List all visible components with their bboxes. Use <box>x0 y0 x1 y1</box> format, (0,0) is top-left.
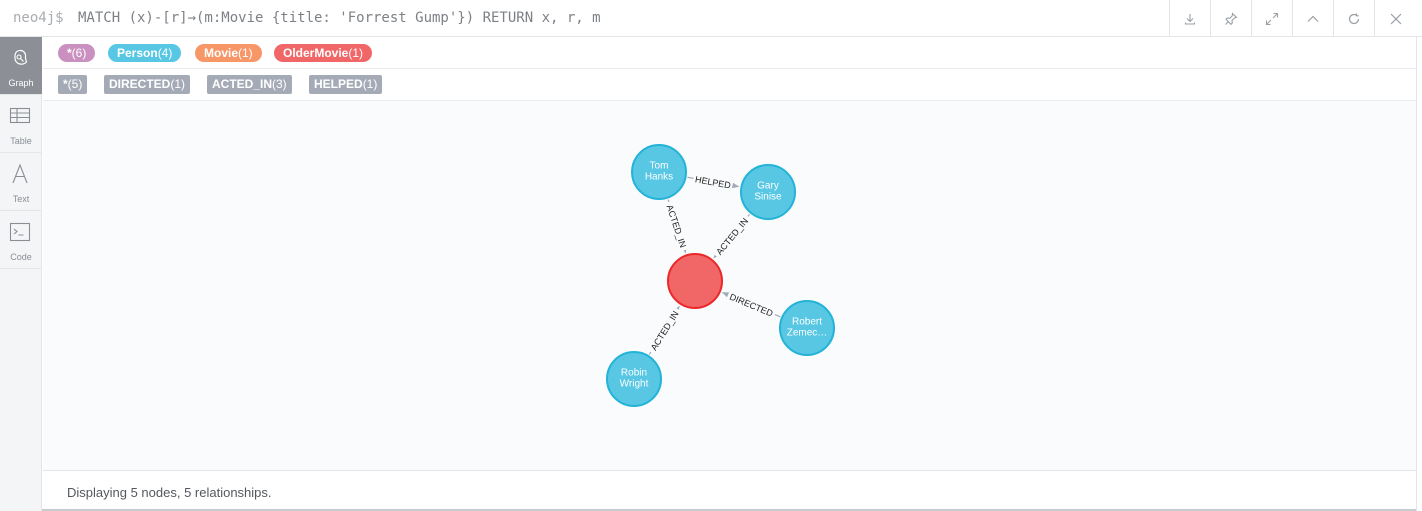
code-view-label: Code <box>10 252 32 262</box>
frame-edge <box>1416 37 1422 511</box>
rel-type-name: HELPED <box>314 77 363 91</box>
graph-view-tab[interactable]: Graph <box>0 37 42 95</box>
rel-type-helped[interactable]: HELPED(1) <box>309 75 383 94</box>
relationship-directed[interactable]: DIRECTED <box>721 289 781 321</box>
collapse-button[interactable] <box>1292 0 1333 37</box>
relationship-types-row: *(5) DIRECTED(1) ACTED_IN(3) HELPED(1) <box>43 69 1416 101</box>
rel-type-count: (5) <box>67 77 83 91</box>
download-button[interactable] <box>1169 0 1210 37</box>
node-robert[interactable]: RobertZemec… <box>779 300 835 356</box>
close-icon <box>1390 13 1401 24</box>
node-caption: Gary <box>757 181 779 192</box>
relationship-label: ACTED_IN <box>665 203 688 248</box>
rel-type-count: (1) <box>362 77 378 91</box>
table-view-label: Table <box>10 136 32 146</box>
rel-type-name: DIRECTED <box>109 77 171 91</box>
text-view-label: Text <box>12 194 30 204</box>
pin-icon <box>1225 11 1238 25</box>
node-label-name: Person <box>117 46 158 60</box>
rel-type-count: (1) <box>170 77 186 91</box>
rel-type-name: ACTED_IN <box>212 77 273 91</box>
query-text[interactable]: MATCH (x)-[r]→(m:Movie {title: 'Forrest … <box>78 10 601 26</box>
graph-svg[interactable]: HELPED ACTED_IN ACTED_IN DIRECTED ACTED_IN To… <box>43 101 1416 470</box>
node-caption: Robin <box>621 368 647 379</box>
rerun-icon <box>1348 13 1360 24</box>
result-footer: Displaying 5 nodes, 5 relationships. <box>43 470 1416 509</box>
node-label-person[interactable]: Person(4) <box>108 44 182 62</box>
relationship-label: ACTED_IN <box>714 216 750 257</box>
text-view-tab[interactable]: Text <box>0 153 42 211</box>
node-label-count: (1) <box>238 46 253 60</box>
node-label-count: (6) <box>71 46 87 60</box>
code-view-tab[interactable]: Code <box>0 211 42 269</box>
expand-icon <box>1265 12 1279 25</box>
node-label-name: Movie <box>204 46 239 60</box>
node-caption: Wright <box>620 379 649 390</box>
node-caption: Hanks <box>645 172 673 183</box>
pin-button[interactable] <box>1210 0 1251 37</box>
view-switcher: Graph Table Text Code <box>0 37 42 511</box>
rerun-button[interactable] <box>1333 0 1374 37</box>
table-icon <box>9 107 31 124</box>
rel-type-acted-in[interactable]: ACTED_IN(3) <box>207 75 292 94</box>
collapse-up-icon <box>1307 15 1319 22</box>
rel-type-name: * <box>63 77 68 91</box>
rel-type-directed[interactable]: DIRECTED(1) <box>104 75 191 94</box>
node-labels-row: *(6) Person(4) Movie(1) OlderMovie(1) <box>43 37 1416 69</box>
relationship-acted-in[interactable]: ACTED_IN <box>663 199 691 254</box>
relationship-acted-in[interactable]: ACTED_IN <box>711 212 753 260</box>
download-icon <box>1184 13 1196 25</box>
code-icon <box>9 222 31 242</box>
node-caption: Sinise <box>754 192 782 203</box>
relationship-helped[interactable]: HELPED <box>687 172 740 192</box>
relationship-acted-in[interactable]: ACTED_IN <box>645 305 683 356</box>
graph-icon <box>14 49 28 65</box>
node-caption: Robert <box>792 317 822 328</box>
fullscreen-button[interactable] <box>1251 0 1292 37</box>
node-label-count: (4) <box>157 46 173 60</box>
text-icon <box>12 163 28 184</box>
node-label-name: * <box>67 46 72 60</box>
query-prompt: neo4j$ <box>13 10 64 26</box>
status-text: Displaying 5 nodes, 5 relationships. <box>67 485 272 500</box>
node-caption: Tom <box>650 161 669 172</box>
graph-canvas[interactable]: HELPED ACTED_IN ACTED_IN DIRECTED ACTED_IN To… <box>43 101 1416 470</box>
node-label-movie[interactable]: Movie(1) <box>195 44 262 62</box>
graph-view-label: Graph <box>8 78 34 88</box>
close-button[interactable] <box>1374 0 1416 37</box>
rel-type-all[interactable]: *(5) <box>58 75 88 94</box>
node-label-name: OlderMovie <box>283 46 349 60</box>
query-bar: neo4j$ MATCH (x)-[r]→(m:Movie {title: 'F… <box>0 0 1422 37</box>
relationship-label: ACTED_IN <box>649 309 681 352</box>
node-label-oldermovie[interactable]: OlderMovie(1) <box>274 44 373 62</box>
node-caption: Zemec… <box>787 328 828 339</box>
node-label-all[interactable]: *(6) <box>58 44 96 62</box>
node-movie[interactable] <box>667 253 723 309</box>
node-label-count: (1) <box>348 46 364 60</box>
table-view-tab[interactable]: Table <box>0 95 42 153</box>
relationship-label: HELPED <box>694 174 732 190</box>
rel-type-count: (3) <box>272 77 287 91</box>
